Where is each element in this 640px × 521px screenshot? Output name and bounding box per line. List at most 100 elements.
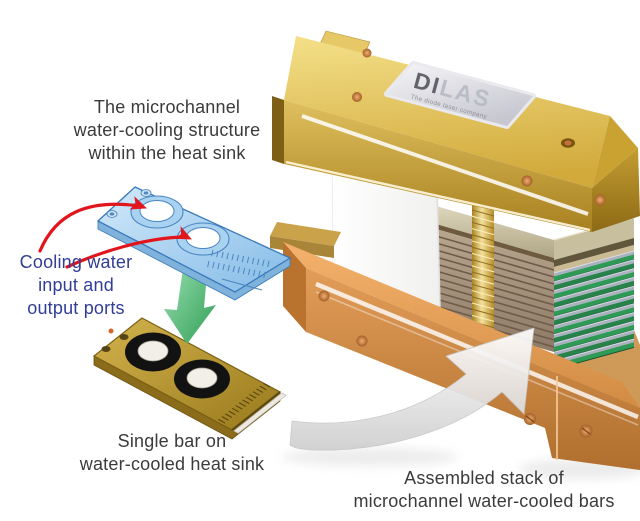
comb-tick bbox=[207, 260, 210, 268]
label-assembled-stack: Assembled stack of microchannel water-co… bbox=[330, 467, 638, 513]
comb-tick bbox=[237, 266, 241, 274]
facet-tick bbox=[228, 410, 236, 416]
stack-dark-layer-front bbox=[436, 224, 554, 263]
alignment-pin bbox=[108, 328, 114, 334]
bar-layer-edge bbox=[554, 251, 634, 277]
screw bbox=[356, 335, 368, 347]
label-plate-face bbox=[387, 64, 533, 126]
label-line: Single bar on bbox=[117, 431, 227, 451]
comb-tick bbox=[232, 265, 235, 273]
stack-top-layer-side bbox=[554, 218, 634, 260]
bar-layer-highlight bbox=[553, 312, 635, 336]
rod-ridge bbox=[471, 290, 495, 298]
bar-layer-highlight bbox=[553, 276, 635, 300]
diode-bar-layer bbox=[554, 289, 634, 317]
rod-ridge bbox=[471, 277, 495, 285]
screw bbox=[318, 290, 330, 302]
bar-layer-edge bbox=[554, 312, 634, 338]
comb-tick bbox=[226, 252, 229, 260]
rod-ridge bbox=[471, 240, 495, 248]
bar-layer-edge bbox=[554, 330, 634, 356]
diode-bar-layer bbox=[554, 307, 634, 335]
clamp-bar-screws bbox=[352, 48, 606, 206]
bar-layer-highlight bbox=[553, 250, 635, 274]
bar-front-face bbox=[284, 100, 592, 232]
mounting-hole bbox=[119, 334, 129, 340]
comb-tick bbox=[236, 254, 239, 262]
rod-ridge bbox=[471, 302, 495, 310]
facet-ticks bbox=[218, 382, 271, 424]
comb-tick bbox=[221, 251, 224, 259]
stack-reference-arrow-icon bbox=[289, 327, 535, 451]
label-line: Cooling water bbox=[19, 252, 133, 272]
water-port-arrow-2 bbox=[65, 226, 192, 269]
label-line: Assembled stack of bbox=[404, 468, 564, 488]
water-port-2 bbox=[185, 227, 221, 249]
diode-bar-layer bbox=[554, 333, 634, 361]
bolt-hole-center bbox=[109, 212, 115, 216]
rod-ridge bbox=[471, 234, 495, 242]
rod-ridge bbox=[471, 252, 495, 260]
facet-tick bbox=[245, 396, 253, 402]
facet-tick bbox=[225, 413, 233, 418]
facet-edge bbox=[231, 391, 281, 431]
stack-tan-layer-side bbox=[554, 245, 634, 273]
water-port-1 bbox=[139, 200, 175, 222]
comb-tick bbox=[222, 263, 225, 271]
bar-top-right-face bbox=[592, 116, 638, 188]
facet-tick bbox=[256, 388, 264, 394]
comb-tick bbox=[257, 258, 260, 266]
rod-ridge bbox=[471, 265, 495, 273]
bar-layer-highlight bbox=[553, 329, 635, 353]
diode-bar-layer bbox=[554, 298, 634, 326]
bar-layer-highlight bbox=[553, 268, 635, 292]
bar-layer-highlight bbox=[553, 285, 635, 309]
stack-top-layer-front bbox=[436, 206, 554, 258]
water-port-hole-2 bbox=[186, 367, 218, 389]
facet-tick bbox=[238, 402, 246, 407]
ledge-front bbox=[270, 236, 334, 258]
rod-ridge bbox=[471, 259, 495, 267]
groove-line bbox=[435, 270, 555, 306]
label-line: input and bbox=[38, 275, 114, 295]
bar-layer-highlight bbox=[553, 338, 635, 362]
channel-line bbox=[221, 278, 263, 291]
rod-ridge bbox=[471, 228, 495, 236]
single-bar-illustration bbox=[92, 317, 287, 440]
red-arrowhead-icon bbox=[174, 226, 192, 240]
comb-tick bbox=[253, 269, 256, 277]
rod-ridge bbox=[471, 283, 495, 291]
groove-line bbox=[435, 284, 555, 320]
bar-layer-highlight bbox=[553, 303, 635, 327]
rod-ridge bbox=[471, 246, 495, 254]
rod-ridge bbox=[471, 314, 495, 322]
bar-layer-edge bbox=[554, 295, 634, 321]
bar-layer-edge bbox=[554, 259, 634, 286]
comb-tick bbox=[258, 270, 261, 278]
diode-bar-layer bbox=[554, 316, 634, 343]
diode-bar-layer bbox=[554, 324, 634, 352]
diode-bar-facet bbox=[233, 392, 287, 434]
label-microchannel-structure: The microchannel water-cooling structure… bbox=[34, 96, 300, 165]
stack-dark-layer-side bbox=[554, 238, 634, 267]
comb-tick bbox=[263, 271, 266, 279]
assembled-stack-photo: DILAS The diode laser company bbox=[270, 30, 640, 470]
label-line: microchannel water-cooled bars bbox=[353, 491, 615, 511]
bar-layer-edge bbox=[554, 339, 634, 365]
top-clamp-bar: DILAS The diode laser company bbox=[272, 30, 640, 232]
facet-tick bbox=[259, 385, 267, 391]
diode-bar-layer bbox=[554, 272, 634, 299]
groove-line bbox=[435, 277, 555, 313]
groove-line bbox=[435, 263, 555, 299]
facet-tick bbox=[242, 399, 250, 405]
comb-tick bbox=[217, 262, 220, 270]
facet-tick bbox=[232, 407, 240, 413]
bar-layer-edge bbox=[554, 303, 634, 330]
screw-slots bbox=[525, 415, 591, 435]
facet-tick bbox=[249, 393, 257, 399]
groove-line bbox=[435, 305, 555, 341]
comb-tick bbox=[247, 268, 251, 276]
label-line: within the heat sink bbox=[88, 143, 246, 163]
bar-layer-highlight bbox=[553, 259, 635, 283]
bar-layer-edge bbox=[554, 268, 634, 294]
